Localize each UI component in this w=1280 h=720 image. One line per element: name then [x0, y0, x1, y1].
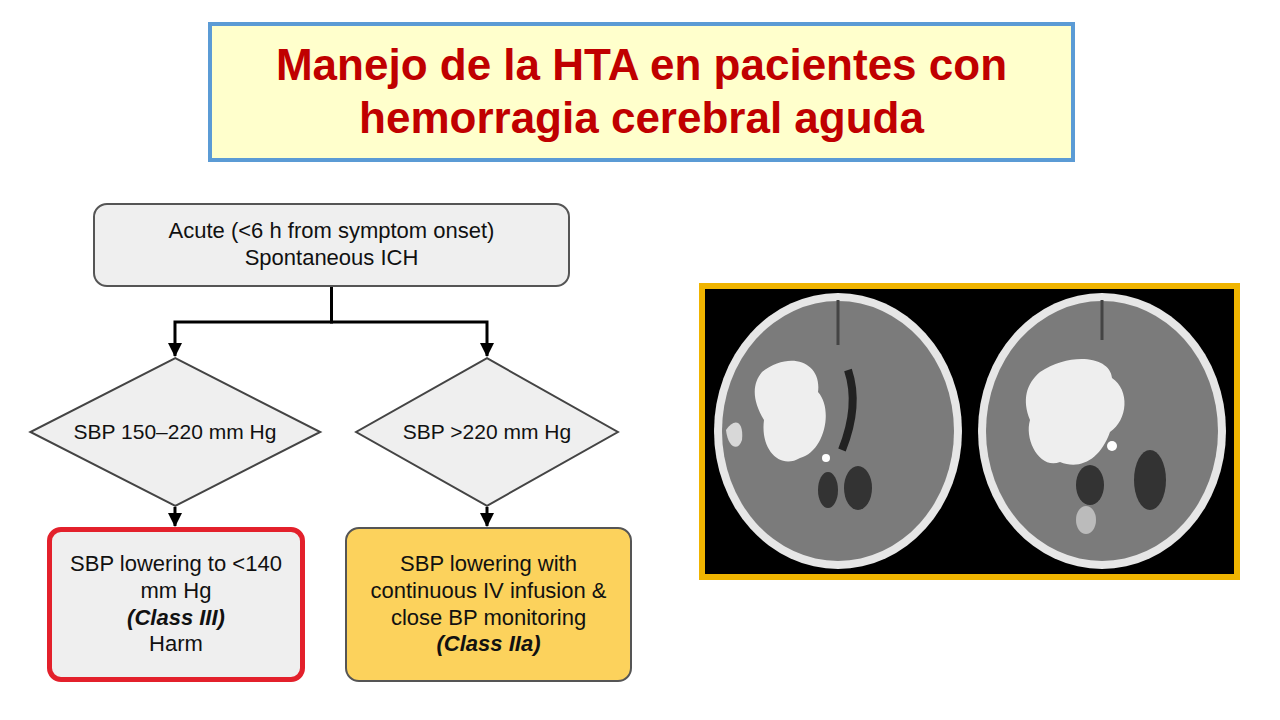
- ct-slice: [714, 293, 962, 569]
- flow-arrow: [173, 507, 176, 526]
- flow-arrow: [486, 507, 489, 526]
- node-text: Harm: [149, 631, 203, 658]
- flow-arrow: [175, 287, 332, 356]
- decision-diamond: SBP 150–220 mm Hg: [28, 357, 323, 507]
- decision-diamond: SBP >220 mm Hg: [354, 357, 620, 507]
- ct-slice: [978, 293, 1226, 569]
- node-text: SBP lowering to <140 mm Hg: [66, 551, 286, 605]
- node-text: (Class IIa): [437, 631, 541, 658]
- title-banner: Manejo de la HTA en pacientes con hemorr…: [208, 22, 1075, 162]
- diamond-label: SBP 150–220 mm Hg: [74, 419, 277, 445]
- node-text: SBP >220 mm Hg: [403, 419, 571, 445]
- node-text: Acute (<6 h from symptom onset) Spontane…: [109, 218, 554, 272]
- flow-arrow: [332, 287, 488, 356]
- process-box: SBP lowering to <140 mm Hg(Class III)Har…: [47, 527, 305, 682]
- process-box: SBP lowering with continuous IV infusion…: [345, 527, 632, 682]
- node-text: SBP 150–220 mm Hg: [74, 419, 277, 445]
- node-text: (Class III): [127, 605, 225, 632]
- image-frame: [702, 286, 1237, 577]
- node-text: SBP lowering with continuous IV infusion…: [361, 551, 616, 631]
- diamond-label: SBP >220 mm Hg: [403, 419, 571, 445]
- process-box: Acute (<6 h from symptom onset) Spontane…: [93, 203, 570, 287]
- title-text: Manejo de la HTA en pacientes con hemorr…: [212, 39, 1071, 145]
